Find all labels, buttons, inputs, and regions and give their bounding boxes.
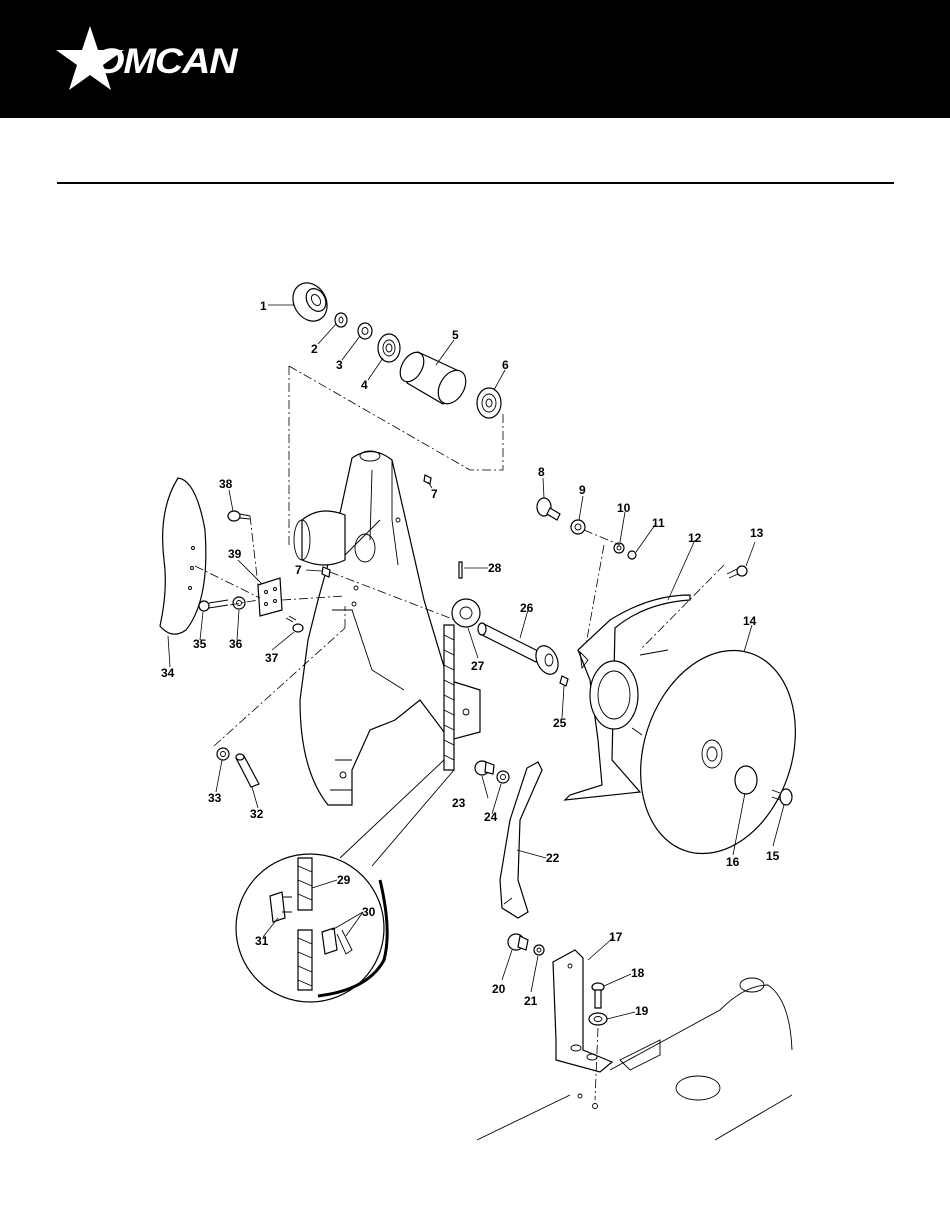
part-set-screw-top: [424, 475, 431, 484]
part-washer-24: [497, 771, 509, 783]
part-washer-small: [335, 313, 347, 327]
callout-27: 27: [471, 659, 485, 673]
part-screw-11: [628, 551, 636, 559]
part-nut-9: [571, 520, 585, 534]
callout-31: 31: [255, 934, 269, 948]
callout-24: 24: [484, 810, 498, 824]
part-rod: [236, 754, 259, 787]
callout-36: 36: [229, 637, 243, 651]
callout-18: 18: [631, 966, 645, 980]
callout-26: 26: [520, 601, 534, 615]
callout-16: 16: [726, 855, 740, 869]
callout-28: 28: [488, 561, 502, 575]
part-screw-38: [228, 511, 250, 521]
part-screw-13: [727, 566, 747, 578]
callout-8: 8: [538, 465, 545, 479]
part-screw-37: [286, 616, 303, 632]
callout-19: 19: [635, 1004, 649, 1018]
part-washer-33: [217, 748, 229, 760]
callout-13: 13: [750, 526, 764, 540]
callout-15: 15: [766, 849, 780, 863]
part-bearing-rear: [477, 388, 501, 418]
part-guard: [160, 478, 206, 634]
callout-17: 17: [609, 930, 623, 944]
callout-32: 32: [250, 807, 264, 821]
callout-1: 1: [260, 299, 267, 313]
part-washer: [358, 323, 372, 339]
part-blade-disc: [615, 630, 820, 874]
part-lever-arm: [500, 762, 542, 918]
callout-34: 34: [161, 666, 175, 680]
callout-37: 37: [265, 651, 279, 665]
callout-9: 9: [579, 483, 586, 497]
callout-30: 30: [362, 905, 376, 919]
callout-39: 39: [228, 547, 242, 561]
callout-2: 2: [311, 342, 318, 356]
callout-23: 23: [452, 796, 466, 810]
part-washer-19: [589, 1013, 607, 1025]
part-washer-21: [534, 945, 544, 955]
callout-4: 4: [361, 378, 368, 392]
part-knob-8: [537, 498, 560, 520]
part-screw-35: [199, 600, 228, 611]
part-bolt-23: [475, 761, 494, 775]
callout-5: 5: [452, 328, 459, 342]
callout-25: 25: [553, 716, 567, 730]
part-bearing-front: [378, 334, 400, 362]
callout-7-top: 7: [431, 487, 438, 501]
part-bolt-18: [592, 983, 604, 1008]
callout-22: 22: [546, 851, 560, 865]
callout-3: 3: [336, 358, 343, 372]
callout-11: 11: [652, 516, 665, 530]
callout-6: 6: [502, 358, 509, 372]
part-chain-vertical: [444, 625, 454, 770]
callout-10: 10: [617, 501, 631, 515]
callout-7-side: 7: [295, 563, 302, 577]
part-drive-shaft: [478, 623, 562, 678]
part-hub-disc: [735, 766, 757, 794]
callout-12: 12: [688, 531, 702, 545]
part-pin: [459, 562, 462, 578]
callout-21: 21: [524, 994, 538, 1008]
callout-29: 29: [337, 873, 351, 887]
part-key: [560, 676, 568, 686]
part-spacer-tube: [395, 348, 471, 408]
callout-33: 33: [208, 791, 222, 805]
part-sprocket: [452, 599, 480, 627]
part-bolt-20: [508, 934, 528, 950]
part-pulley: [286, 277, 334, 328]
callout-38: 38: [219, 477, 233, 491]
part-bracket: [553, 950, 612, 1072]
callout-14: 14: [743, 614, 757, 628]
callout-35: 35: [193, 637, 207, 651]
callout-20: 20: [492, 982, 506, 996]
